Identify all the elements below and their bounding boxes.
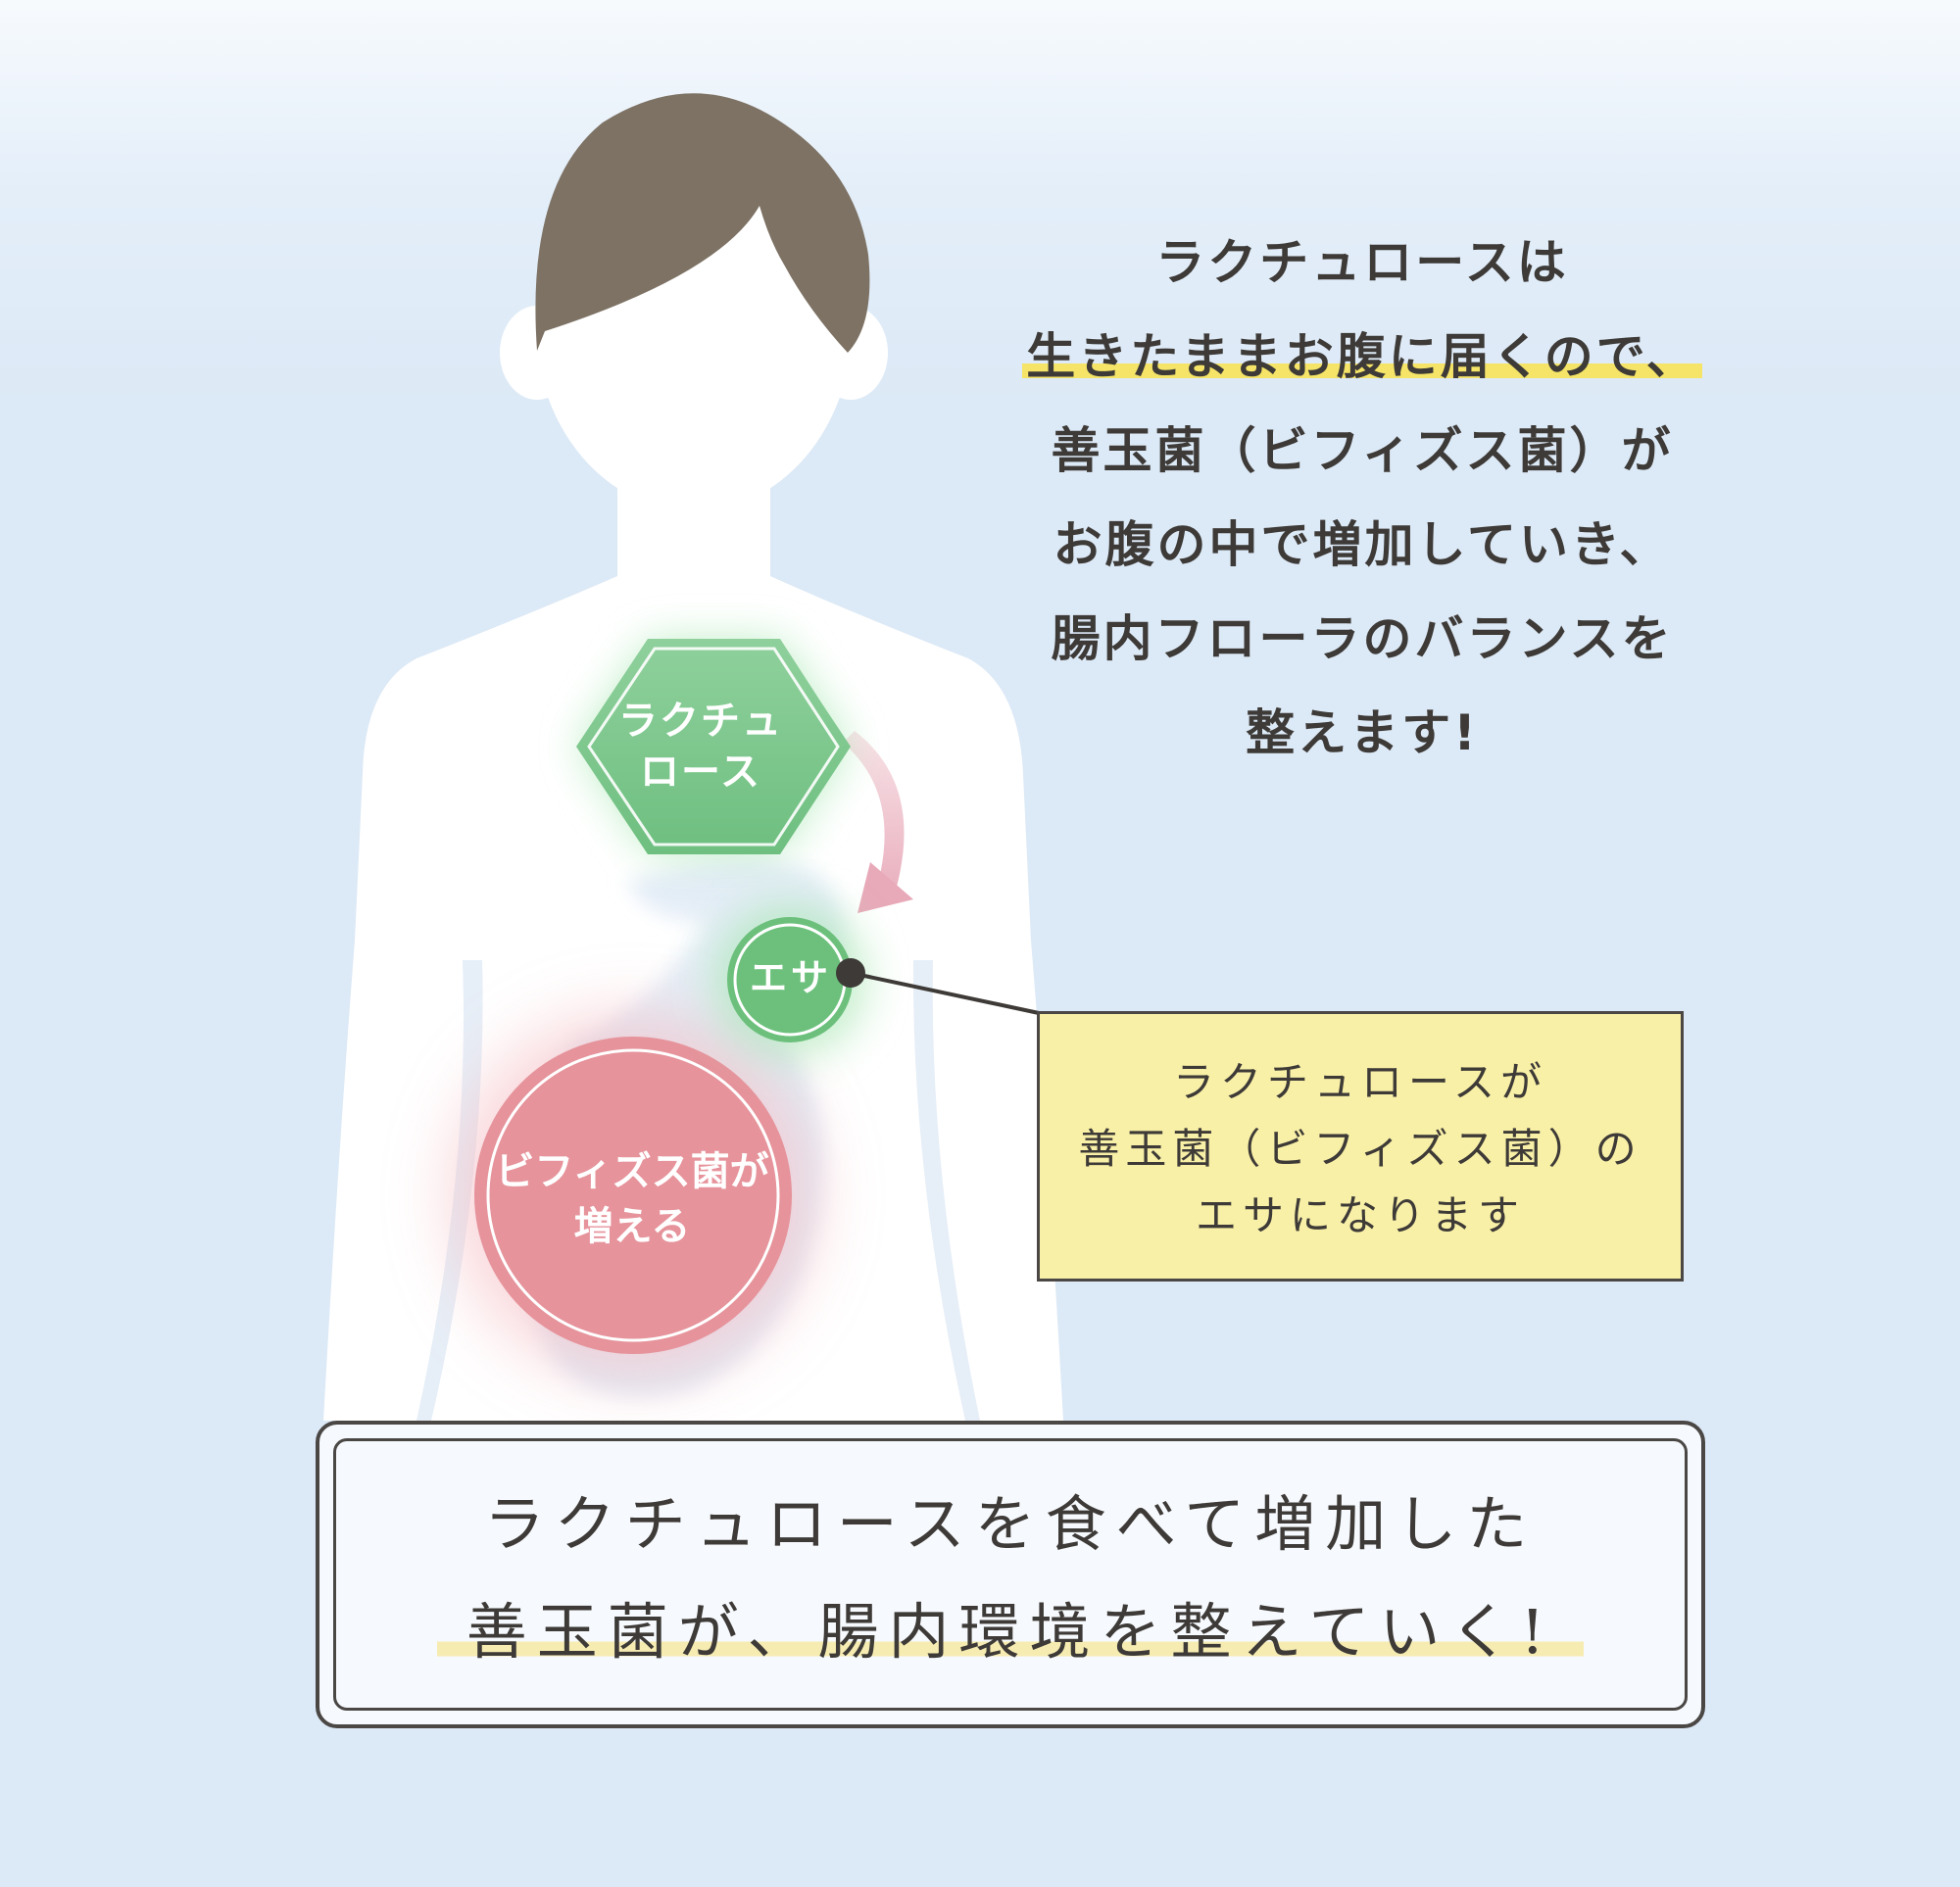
main-text-line4: お腹の中で増加していき、 <box>1053 516 1672 573</box>
main-text-line6: 整えます! <box>1246 704 1479 761</box>
feed-circle <box>727 917 853 1042</box>
main-text-line3: 善玉菌（ビフィズス菌）が <box>1051 422 1674 479</box>
callout-connector-line <box>850 971 1040 1015</box>
main-text-line5: 腸内フローラのバランスを <box>1051 610 1674 667</box>
summary-highlighted-line: 善玉菌が、腸内環境を整えていく! <box>436 1596 1585 1668</box>
hair <box>535 93 870 353</box>
main-text-line2: 生きたままお腹に届くので、 <box>1009 310 1715 404</box>
feed-callout-box: ラクチュロースが 善玉菌（ビフィズス菌）の エサになります <box>1037 1011 1684 1282</box>
callout-line1: ラクチュロースが <box>1173 1058 1547 1106</box>
lactulose-label: ラクチュ ロース <box>598 696 804 798</box>
highlighted-phrase: 生きたままお腹に届くので、 <box>1022 328 1702 385</box>
bacteria-label-line1: ビフィズス菌が <box>495 1149 769 1194</box>
lactulose-label-line2: ロース <box>640 750 761 795</box>
bacteria-circle <box>474 1037 792 1354</box>
flow-arrow <box>843 731 905 887</box>
lactulose-label-line1: ラクチュ <box>618 699 783 744</box>
bacteria-label-line2: 増える <box>573 1204 691 1249</box>
bacteria-label: ビフィズス菌が 増える <box>470 1144 794 1254</box>
connector-dot <box>836 958 865 988</box>
callout-line3: エサになります <box>1195 1191 1525 1239</box>
lactulose-hexagon <box>576 639 851 854</box>
left-arm-gap <box>416 960 483 1421</box>
main-text-line1: ラクチュロースは <box>1155 234 1569 291</box>
main-explanation: ラクチュロースは 生きたままお腹に届くので、 善玉菌（ビフィズス菌）が お腹の中… <box>1009 216 1715 780</box>
feed-label: エサ <box>749 956 832 999</box>
right-arm-gap <box>912 960 980 1421</box>
flow-arrow-head <box>858 862 913 913</box>
summary-line2: 善玉菌が、腸内環境を整えていく! <box>336 1578 1685 1686</box>
summary-box-inner: ラクチュロースを食べて増加した 善玉菌が、腸内環境を整えていく! <box>333 1438 1688 1711</box>
hexagon-inner-border <box>587 647 840 847</box>
summary-line1: ラクチュロースを食べて増加した <box>483 1488 1538 1560</box>
callout-line2: 善玉菌（ビフィズス菌）の <box>1078 1125 1642 1173</box>
summary-box: ラクチュロースを食べて増加した 善玉菌が、腸内環境を整えていく! <box>316 1421 1705 1728</box>
bacteria-circle-inner-border <box>486 1048 780 1342</box>
